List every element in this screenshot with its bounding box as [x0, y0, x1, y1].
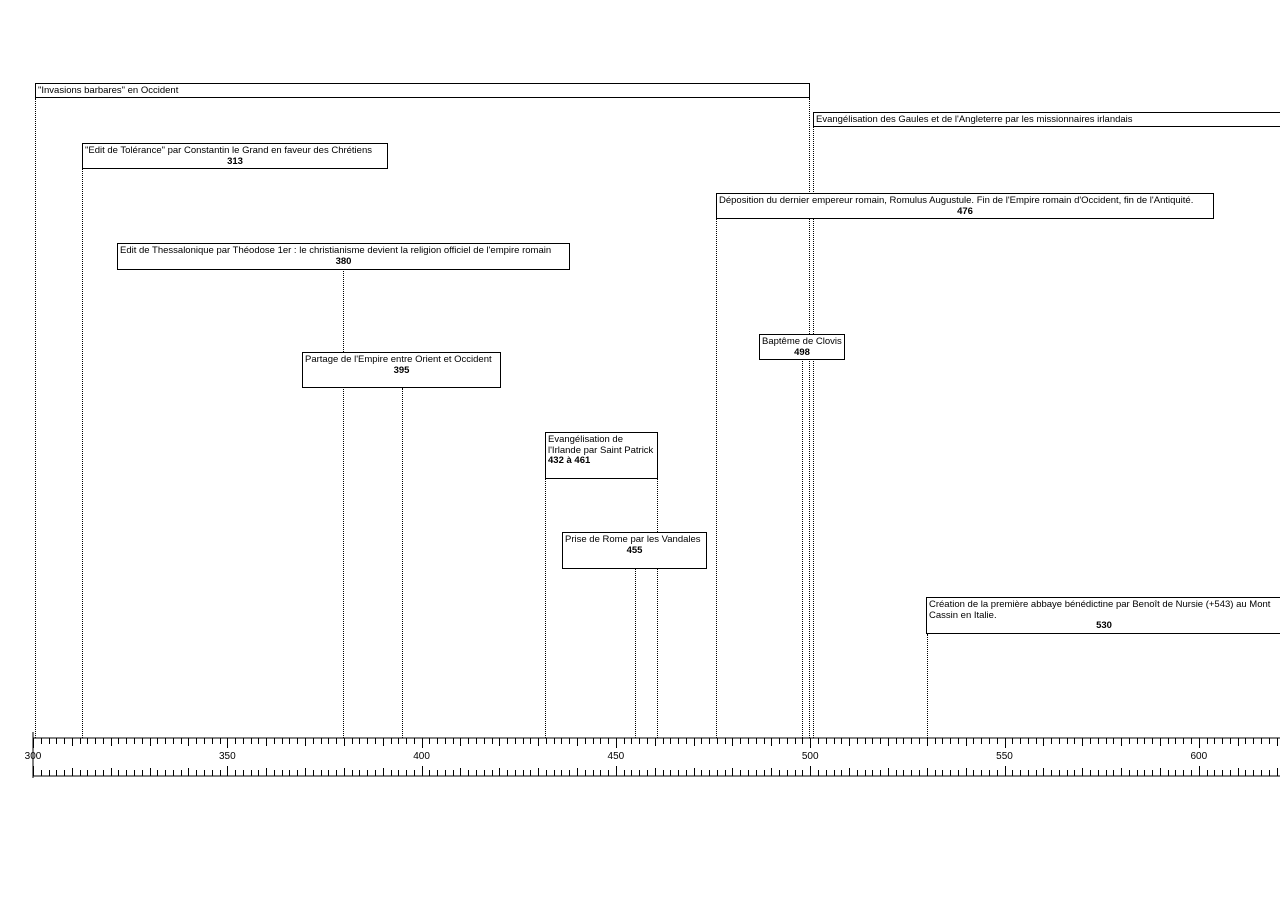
event-abbaye: Création de la première abbaye bénédicti… — [926, 597, 1280, 634]
connector-deposition — [716, 218, 717, 738]
event-evangelisation-gaules-label: Evangélisation des Gaules et de l'Anglet… — [816, 114, 1133, 125]
axis-tick-label: 500 — [802, 751, 819, 762]
connector-invasions-start — [35, 98, 36, 738]
connector-clovis — [802, 359, 803, 738]
event-partage: Partage de l'Empire entre Orient et Occi… — [302, 352, 501, 388]
axis-tick-label: 300 — [25, 751, 42, 762]
event-tolerance-label: "Edit de Tolérance" par Constantin le Gr… — [85, 145, 372, 156]
event-irlande-date: 432 à 461 — [548, 455, 591, 466]
event-partage-label: Partage de l'Empire entre Orient et Occi… — [305, 354, 492, 365]
connector-partage — [402, 388, 403, 738]
event-rome-label: Prise de Rome par les Vandales — [565, 534, 701, 545]
connector-irlande-end — [657, 479, 658, 738]
connector-invasions-end — [809, 98, 810, 738]
event-tolerance: "Edit de Tolérance" par Constantin le Gr… — [82, 143, 388, 169]
axis-tick-label: 450 — [608, 751, 625, 762]
connector-abbaye — [927, 634, 928, 738]
event-deposition-label: Déposition du dernier empereur romain, R… — [719, 195, 1194, 206]
event-clovis: Baptême de Clovis 498 — [759, 334, 845, 360]
event-deposition-date: 476 — [957, 205, 973, 217]
event-rome: Prise de Rome par les Vandales 455 — [562, 532, 707, 569]
event-abbaye-date: 530 — [1096, 620, 1112, 631]
event-thessalonique: Edit de Thessalonique par Théodose 1er :… — [117, 243, 570, 270]
axis-tick-label: 350 — [219, 751, 236, 762]
event-deposition: Déposition du dernier empereur romain, R… — [716, 193, 1214, 219]
event-thessalonique-label: Edit de Thessalonique par Théodose 1er :… — [120, 245, 552, 256]
event-partage-date: 395 — [393, 364, 410, 376]
event-rome-date: 455 — [626, 544, 643, 556]
axis-tick-label: 600 — [1190, 751, 1207, 762]
connector-irlande-start — [545, 479, 546, 738]
event-irlande-label: Evangélisation de l'Irlande par Saint Pa… — [548, 434, 654, 456]
event-abbaye-label: Création de la première abbaye bénédicti… — [929, 599, 1271, 621]
axis-tick-label: 550 — [996, 751, 1013, 762]
event-evangelisation-gaules: Evangélisation des Gaules et de l'Anglet… — [813, 112, 1280, 127]
event-clovis-date: 498 — [794, 346, 810, 358]
event-irlande: Evangélisation de l'Irlande par Saint Pa… — [545, 432, 658, 479]
event-thessalonique-date: 380 — [335, 255, 352, 267]
event-tolerance-date: 313 — [227, 155, 243, 167]
connector-rome — [635, 568, 636, 738]
event-invasions: "Invasions barbares" en Occident — [35, 83, 810, 98]
axis-tick-label: 400 — [413, 751, 430, 762]
connector-thessalonique — [343, 269, 344, 738]
connector-evangelisation-gaules — [813, 127, 814, 738]
event-invasions-label: "Invasions barbares" en Occident — [38, 85, 179, 96]
connector-tolerance — [82, 168, 83, 738]
event-clovis-label: Baptême de Clovis — [762, 336, 842, 347]
